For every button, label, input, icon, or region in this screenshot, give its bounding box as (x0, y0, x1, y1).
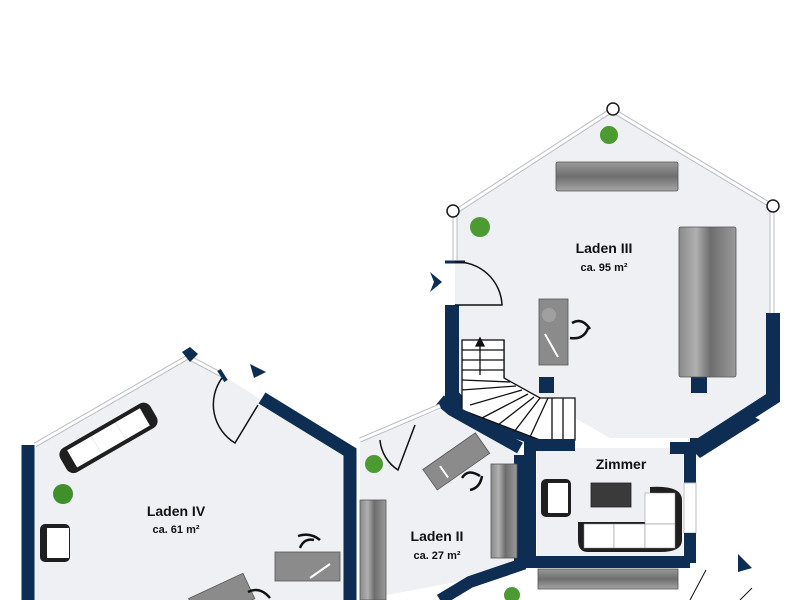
wall (436, 455, 526, 600)
entrance-arrow-icon (250, 364, 266, 378)
door-swing-icon (212, 377, 259, 445)
sofa-icon (578, 486, 682, 552)
entrance-arrow-icon (738, 554, 752, 572)
cabinet-icon (555, 161, 679, 192)
room-area-laden-iv: ca. 61 m² (152, 524, 199, 536)
desk-icon (422, 432, 491, 491)
armchair-icon (541, 479, 571, 517)
coffee-table-icon (590, 482, 632, 508)
wall-pillar (539, 377, 554, 393)
wall (524, 440, 690, 568)
cabinet-icon (678, 226, 737, 378)
plant-icon (504, 587, 520, 600)
plant-icon (600, 126, 618, 144)
room-area-laden-ii: ca. 27 m² (413, 550, 460, 562)
plant-icon (365, 455, 383, 473)
desk-icon (274, 551, 341, 582)
room-name-laden-ii: Laden II (411, 528, 464, 544)
room-laden-ii: Laden II ca. 27 m² (359, 395, 526, 600)
column-marker-icon (766, 199, 780, 213)
wall-pillar (691, 377, 707, 393)
wall (436, 395, 523, 454)
room-laden-iii: Laden III ca. 95 m² (430, 102, 780, 452)
chair-icon (247, 588, 271, 599)
chair-icon (297, 533, 321, 549)
sofa-icon (59, 402, 158, 474)
desk-icon (538, 298, 569, 366)
window-zimmer (683, 482, 697, 534)
door-swing-icon (379, 424, 416, 472)
room-name-zimmer: Zimmer (596, 456, 647, 472)
room-name-laden-iii: Laden III (576, 240, 633, 256)
cabinet-icon (359, 499, 387, 600)
door-swing-icon (454, 261, 503, 306)
wall (690, 415, 760, 458)
armchair-icon (40, 524, 70, 562)
wall (258, 392, 357, 600)
floor-laden-iv (30, 355, 345, 600)
room-name-laden-iv: Laden IV (147, 503, 206, 519)
room-laden-iv: Laden IV ca. 61 m² (21, 347, 357, 600)
room-area-laden-iii: ca. 95 m² (580, 262, 627, 274)
column-marker-icon (446, 204, 460, 218)
chair-icon (460, 471, 484, 492)
plant-icon (470, 217, 490, 237)
chair-icon (569, 319, 592, 340)
column-marker-icon (606, 102, 620, 116)
plant-icon (53, 484, 73, 504)
entrance-arrow-icon (430, 272, 442, 292)
cabinet-icon (490, 463, 518, 559)
cabinet-icon (537, 568, 679, 590)
wall-pillar (182, 347, 198, 362)
desk-icon (188, 572, 256, 600)
wall (684, 533, 696, 563)
room-zimmer: Zimmer (524, 415, 760, 568)
